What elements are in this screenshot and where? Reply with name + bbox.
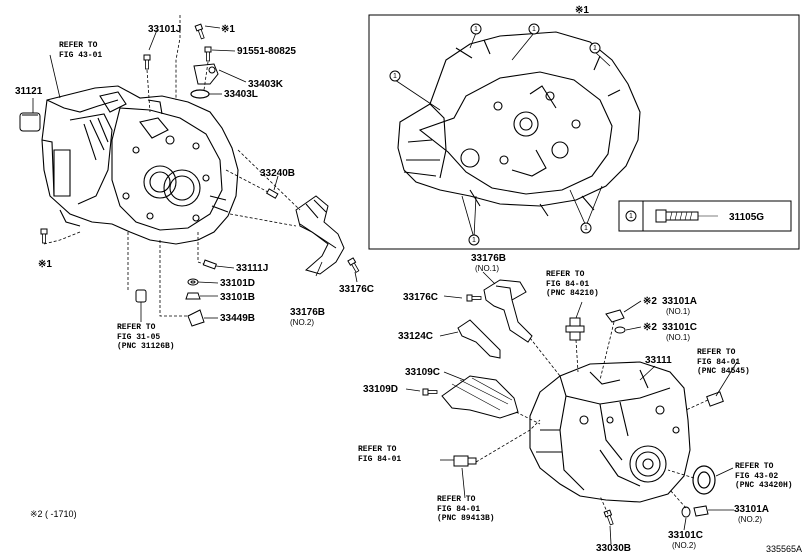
part-label-33030B: 33030B: [596, 543, 632, 554]
part-label-33449B: 33449B: [220, 313, 256, 324]
part-sub-33176B-no2: (NO.2): [290, 318, 314, 327]
part-sub-33176B-no1: (NO.1): [475, 264, 499, 273]
mount-31121: [19, 112, 41, 132]
inset-callout: 1: [593, 45, 597, 52]
pin-33240B: [265, 188, 279, 199]
part-label-33101D: 33101D: [220, 278, 256, 289]
bolt-33109D: [422, 388, 438, 396]
part-label-33109D: 33109D: [363, 384, 399, 395]
inset-legend-box: [618, 200, 792, 232]
part-label-33240B: 33240B: [260, 168, 296, 179]
part-label-91551-80825: 91551-80825: [237, 46, 296, 57]
part-label-33101C-no1: 33101C: [662, 322, 698, 333]
plug-33101A-no1: [605, 309, 625, 323]
part-label-31121: 31121: [15, 86, 43, 97]
part-label-star1-left: ※1: [38, 259, 52, 270]
part-label-33101C-no2: 33101C: [668, 530, 704, 541]
part-mark-33101C-no1: ※2: [643, 322, 657, 333]
part-sub-33101A-no1: (NO.1): [666, 307, 690, 316]
inset-callout: 1: [584, 225, 588, 232]
inset-box: [368, 14, 800, 250]
bolt-33101J: [143, 54, 151, 70]
plug-31-05: [135, 289, 147, 303]
solid-leaders-left: [32, 25, 358, 322]
solid-leaders-right: [405, 271, 738, 545]
part-sub-33101C-no2: (NO.2): [672, 541, 696, 550]
part-label-33101A-no2: 33101A: [734, 504, 770, 515]
leader-lines-left: [43, 15, 301, 317]
part-sub-33101C-no1: (NO.1): [666, 333, 690, 342]
part-label-33101J: 33101J: [148, 24, 182, 35]
note-star2: ※2 ( -1710): [30, 509, 77, 519]
transaxle-housing-left: [41, 85, 239, 245]
part-label-33403K: 33403K: [248, 79, 284, 90]
sensor-84545: [706, 391, 724, 407]
part-label-33111: 33111: [645, 355, 672, 366]
pin-33111J: [202, 259, 217, 270]
inset-callout: 1: [532, 26, 536, 33]
part-label-33403L: 33403L: [224, 89, 258, 100]
part-sub-33101A-no2: (NO.2): [738, 515, 762, 524]
leader-lines-right: [475, 321, 709, 515]
diagram-id: 335565A: [766, 544, 803, 554]
part-label-33101A-no1: 33101A: [662, 296, 698, 307]
part-label-33111J: 33111J: [236, 263, 269, 274]
washer-33101C-no2: [681, 506, 691, 518]
oil-seal-43-02: [692, 465, 716, 495]
part-label-33176C-a: 33176C: [339, 284, 375, 295]
bracket-33176B-no2: [295, 195, 345, 275]
inset-legend-part: 31105G: [729, 212, 765, 223]
part-label-33109C: 33109C: [405, 367, 441, 378]
plug-33101B: [185, 292, 201, 300]
cover-33109C: [441, 375, 519, 419]
part-label-star1-top: ※1: [221, 24, 235, 35]
part-label-33124C: 33124C: [398, 331, 434, 342]
transaxle-case-right: [529, 361, 691, 503]
washer-33101C-no1: [614, 326, 626, 334]
bolt-top-star: [194, 23, 207, 40]
plug-33101A-no2: [693, 505, 709, 517]
inset-callout: 1: [393, 73, 397, 80]
washer-33101D: [187, 278, 199, 286]
bolt-33176C-a: [347, 257, 361, 274]
inset-legend-key: 1: [629, 213, 633, 220]
sensor-84-01-a: [565, 317, 585, 341]
bracket-33124C: [457, 319, 501, 359]
oring-33403L: [190, 89, 210, 99]
part-label-33176B-no2: 33176B: [290, 307, 326, 318]
part-label-33176C-b: 33176C: [403, 292, 439, 303]
inset-callout: 1: [474, 26, 478, 33]
part-mark-33101A-no1: ※2: [643, 296, 657, 307]
part-label-33176B-no1: 33176B: [471, 253, 507, 264]
inset-callout: 1: [472, 237, 476, 244]
inset-marker: ※1: [575, 5, 589, 16]
bolt-left-star: [40, 228, 48, 244]
bolt-33030B: [603, 509, 616, 526]
seal-33449B: [187, 309, 205, 327]
bolt-91551: [204, 46, 212, 62]
bracket-33176B-no1: [483, 279, 533, 343]
bolt-33176C-b: [466, 294, 482, 302]
part-label-33101B: 33101B: [220, 292, 256, 303]
sensor-84-01-c: [453, 455, 477, 467]
